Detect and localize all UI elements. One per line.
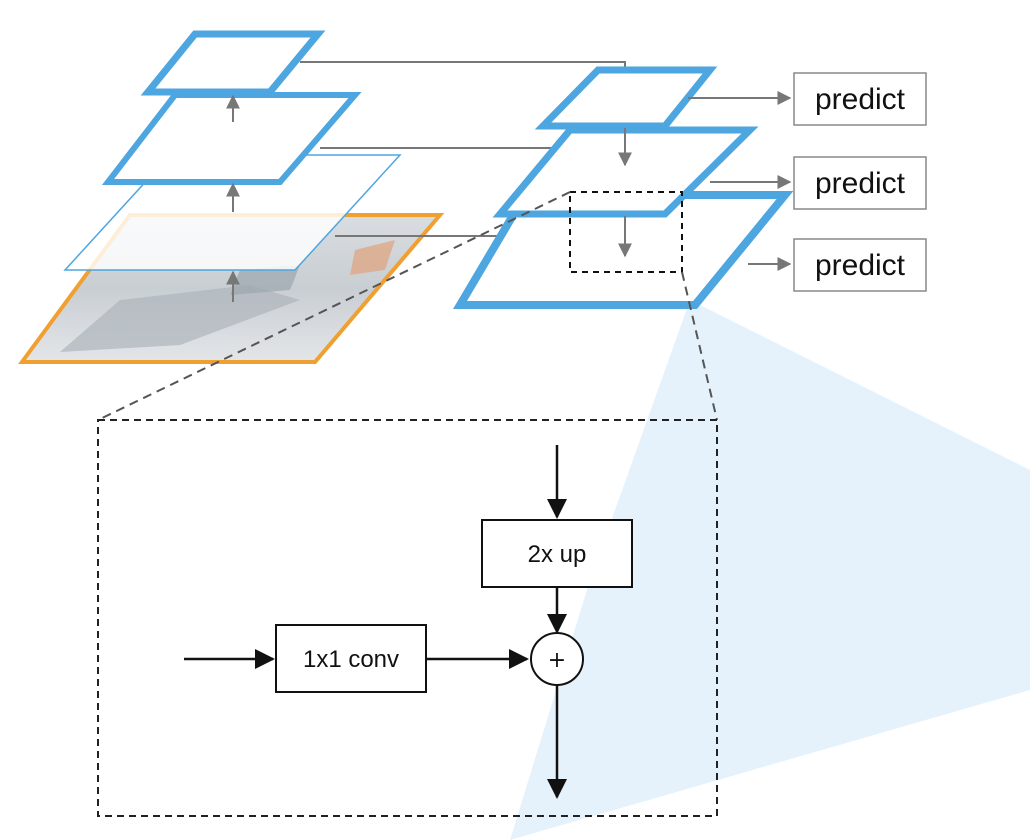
boat-photo-shape bbox=[60, 285, 300, 352]
predict-label-2: predict bbox=[815, 167, 906, 200]
lateral-conv-label: 1x1 conv bbox=[303, 646, 399, 673]
lateral-conv-block: 1x1 conv bbox=[275, 624, 427, 693]
predict-box-3: predict bbox=[793, 238, 927, 292]
top-down-level-2 bbox=[492, 126, 759, 218]
zoom-projection-right bbox=[681, 271, 718, 421]
bottom-up-level-3 bbox=[140, 30, 326, 96]
plus-symbol: + bbox=[548, 648, 566, 673]
elementwise-sum-node: + bbox=[530, 632, 584, 686]
predict-box-1: predict bbox=[793, 72, 927, 126]
predict-label-3: predict bbox=[815, 249, 906, 282]
top-down-level-1 bbox=[534, 66, 718, 130]
bottom-up-level-2 bbox=[101, 92, 362, 185]
zoom-projection-left bbox=[97, 191, 571, 421]
predict-label-1: predict bbox=[815, 83, 906, 116]
zoom-cone-background bbox=[510, 300, 1030, 840]
upsample-block: 2x up bbox=[481, 519, 633, 588]
upsample-label: 2x up bbox=[528, 541, 587, 568]
zoom-region-box bbox=[569, 191, 683, 273]
detail-box bbox=[97, 419, 718, 817]
predict-box-2: predict bbox=[793, 156, 927, 210]
